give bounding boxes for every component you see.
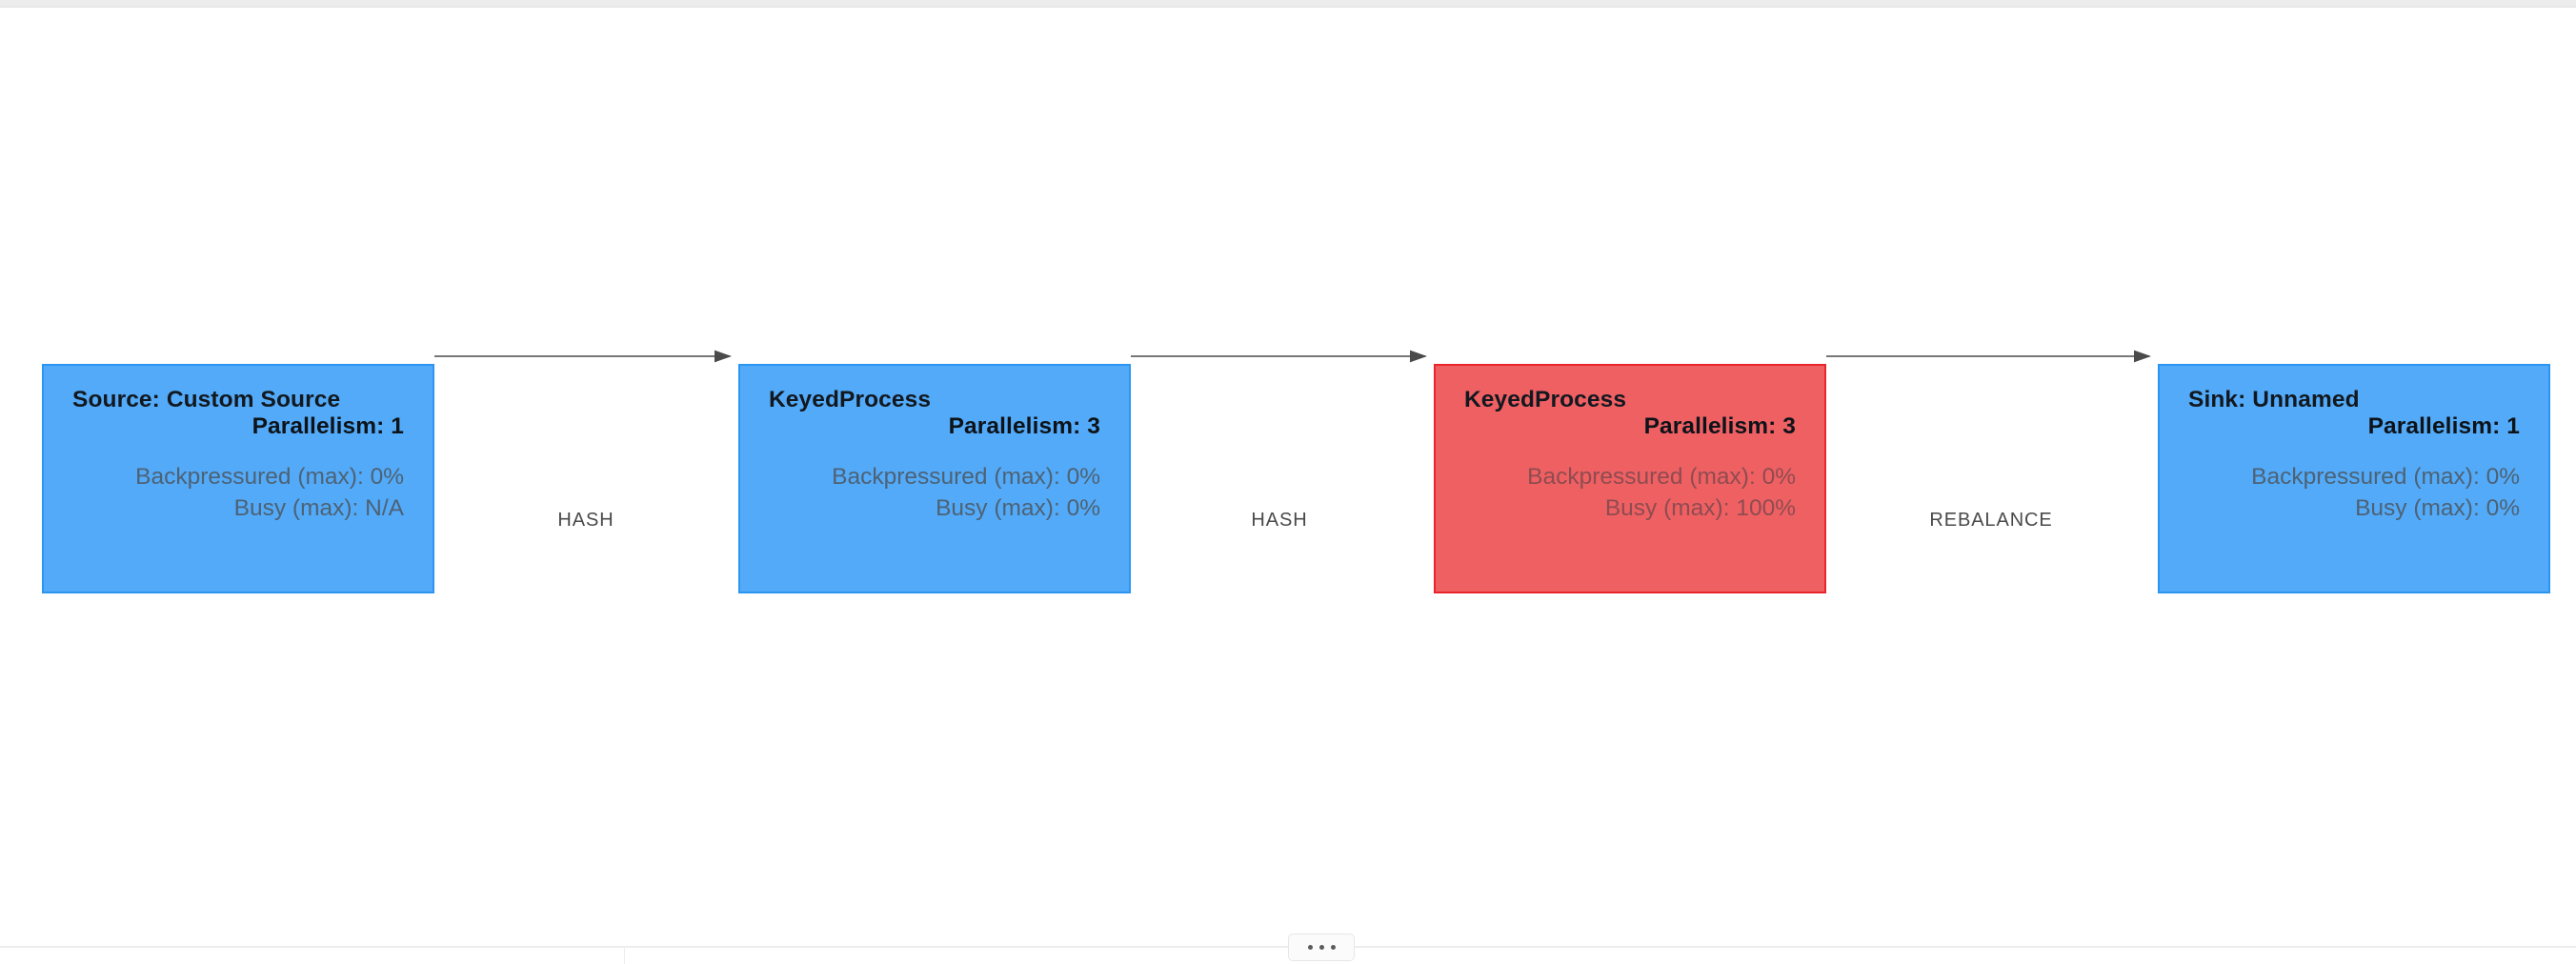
node-title: KeyedProcess [1464, 387, 1627, 412]
node-title: Sink: Unnamed [2188, 387, 2360, 412]
edge-layer [434, 350, 2151, 363]
node-busy-metric: Busy (max): 0% [936, 495, 1100, 522]
graph-node-source[interactable]: Source: Custom Source Parallelism: 1 Bac… [42, 364, 434, 593]
graph-node-sink[interactable]: Sink: Unnamed Parallelism: 1 Backpressur… [2158, 364, 2550, 593]
edge-label-rebalance: REBALANCE [1929, 510, 2053, 531]
node-backpressure-metric: Backpressured (max): 0% [2251, 464, 2520, 491]
panel-resize-handle[interactable] [1288, 934, 1355, 961]
edge-label-hash-2: HASH [1251, 510, 1308, 531]
node-metrics: Backpressured (max): 0% Busy (max): 0% [2188, 461, 2520, 524]
node-metrics: Backpressured (max): 0% Busy (max): 0% [769, 461, 1100, 524]
job-graph-canvas[interactable]: HASH HASH REBALANCE Source: Custom Sourc… [0, 8, 2576, 939]
node-title: Source: Custom Source [72, 387, 341, 412]
node-parallelism: Parallelism: 1 [2367, 413, 2520, 440]
node-busy-metric: Busy (max): N/A [233, 495, 404, 522]
node-metrics: Backpressured (max): 0% Busy (max): 100% [1464, 461, 1796, 524]
ellipsis-horizontal-icon [1307, 945, 1313, 950]
edge-label-hash-1: HASH [557, 510, 614, 531]
node-parallelism: Parallelism: 3 [1643, 413, 1796, 440]
node-busy-metric: Busy (max): 0% [2355, 495, 2520, 522]
window-top-strip [0, 0, 2576, 8]
graph-node-keyedprocess-1[interactable]: KeyedProcess Parallelism: 3 Backpressure… [738, 364, 1131, 593]
ellipsis-horizontal-icon [1318, 945, 1324, 950]
node-backpressure-metric: Backpressured (max): 0% [1527, 464, 1796, 491]
ellipsis-horizontal-icon [1330, 945, 1336, 950]
node-metrics: Backpressured (max): 0% Busy (max): N/A [72, 461, 404, 524]
node-title: KeyedProcess [769, 387, 932, 412]
node-backpressure-metric: Backpressured (max): 0% [135, 464, 404, 491]
node-busy-metric: Busy (max): 100% [1604, 495, 1796, 522]
bottom-panel-column-divider [624, 948, 625, 964]
node-backpressure-metric: Backpressured (max): 0% [832, 464, 1100, 491]
graph-node-keyedprocess-2[interactable]: KeyedProcess Parallelism: 3 Backpressure… [1434, 364, 1826, 593]
node-parallelism: Parallelism: 3 [948, 413, 1100, 440]
node-parallelism: Parallelism: 1 [252, 413, 404, 440]
